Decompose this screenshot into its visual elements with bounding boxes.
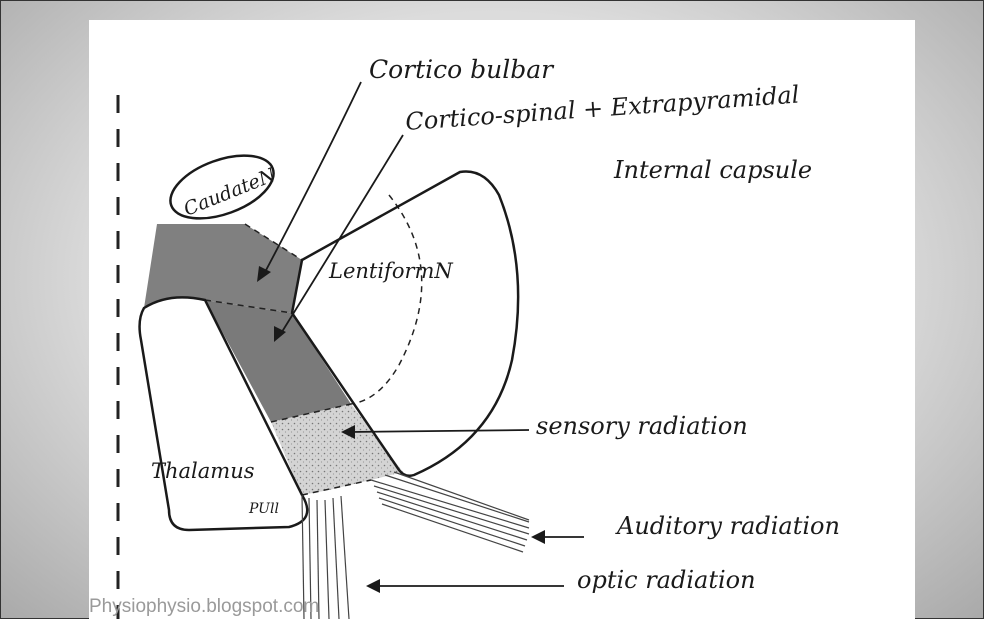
lentiform-label: LentiformN xyxy=(328,259,453,283)
label-pointers xyxy=(264,82,584,586)
pulvinar-label: PUll xyxy=(248,501,279,517)
internal-capsule-diagram: CaudateN Cortico bulbar Cortico-spinal +… xyxy=(89,20,915,619)
corticospinal-label: Cortico-spinal + Extrapyramidal xyxy=(404,81,800,136)
auditory-radiation-label: Auditory radiation xyxy=(615,512,840,540)
optic-radiation-label: optic radiation xyxy=(577,566,756,594)
corticobulbar-label: Cortico bulbar xyxy=(369,55,555,84)
sensory-radiation-label: sensory radiation xyxy=(536,412,748,440)
thalamus-label: Thalamus xyxy=(151,459,255,483)
watermark: Physiophysio.blogspot.com xyxy=(89,596,319,617)
sensory-region xyxy=(271,404,403,495)
corticospinal-region xyxy=(205,300,351,422)
auditory-radiation-fibers xyxy=(371,472,529,552)
internal-capsule-label: Internal capsule xyxy=(613,156,812,184)
